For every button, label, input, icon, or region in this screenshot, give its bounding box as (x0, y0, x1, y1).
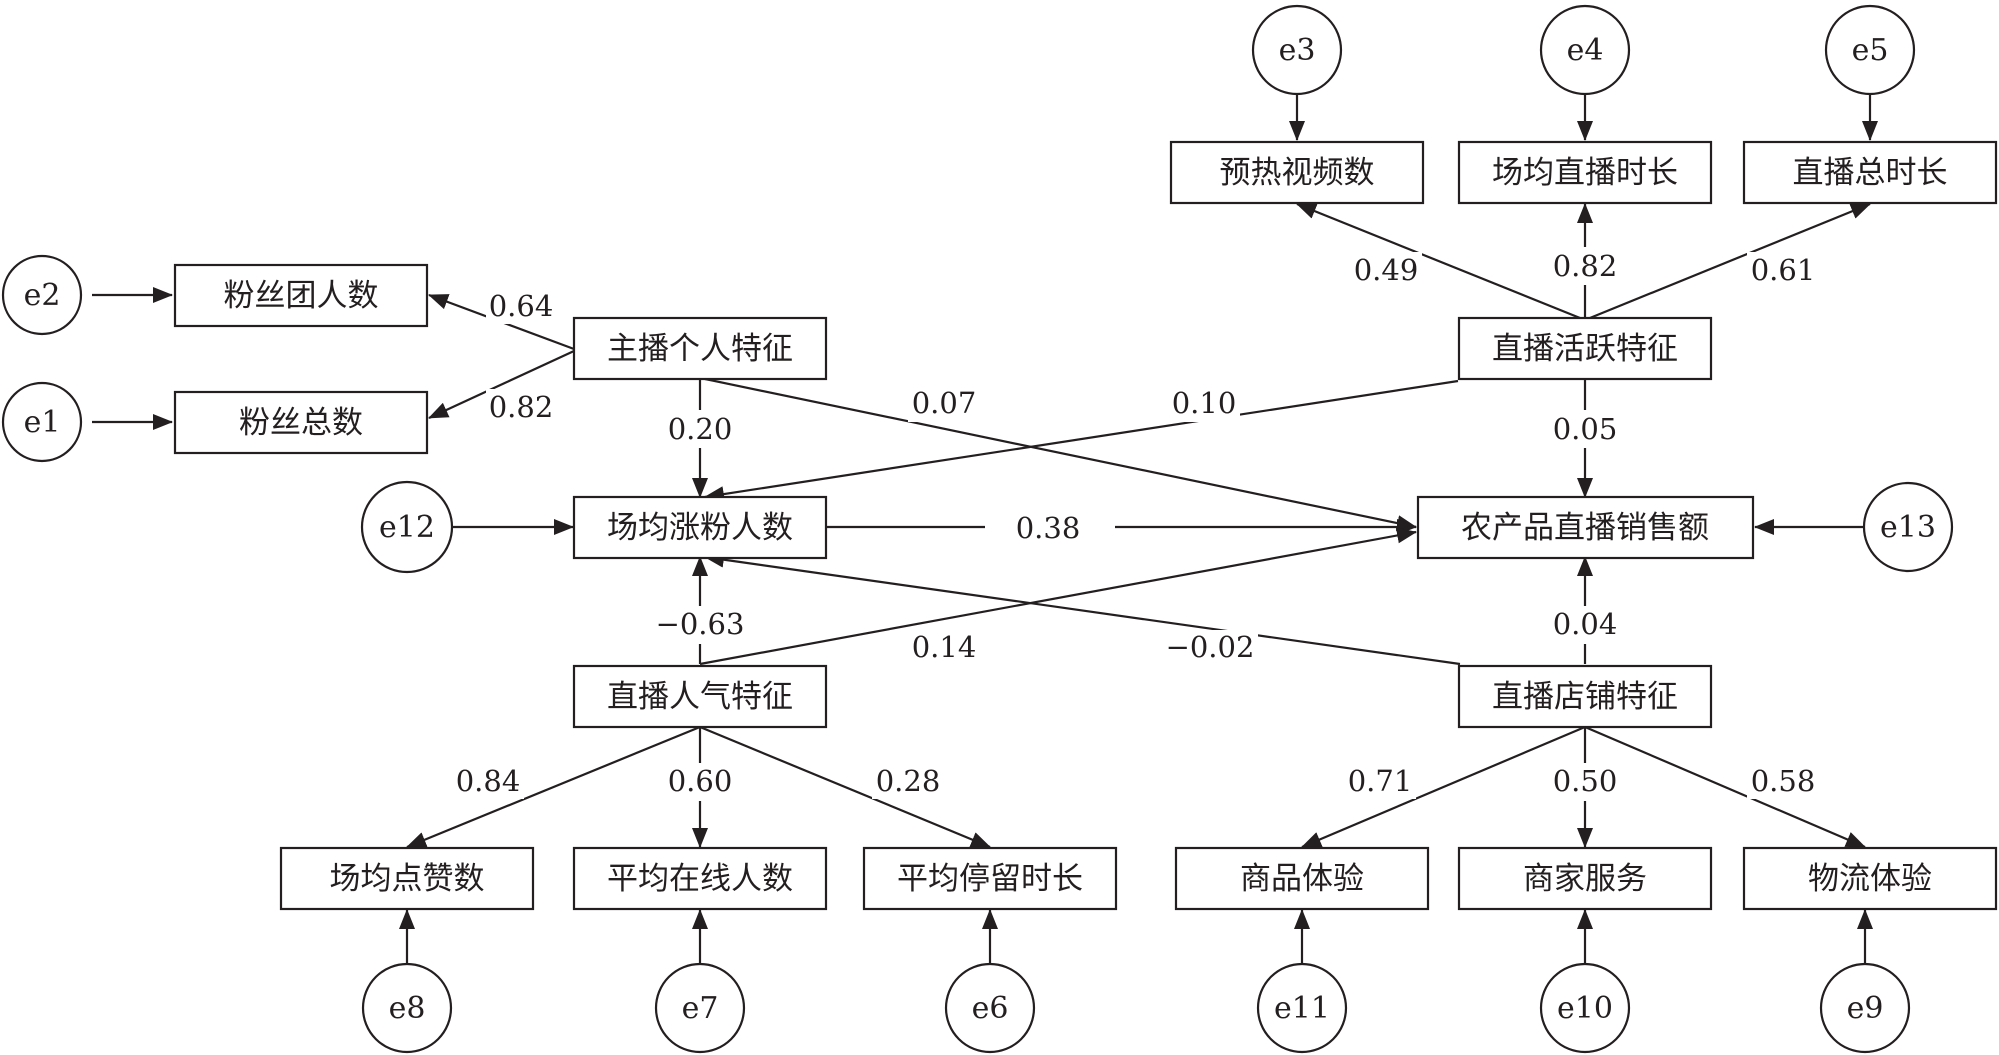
error-e13: e13 (1862, 481, 1954, 573)
coef-activity-to-avg-duration: 0.82 (1553, 249, 1618, 283)
coef-popularity-to-stay: 0.28 (876, 764, 941, 798)
error-e6: e6 (944, 962, 1036, 1054)
box-preheat-videos: 预热视频数 (1169, 140, 1425, 205)
svg-text:场均直播时长: 场均直播时长 (1492, 155, 1678, 191)
svg-text:物流体验: 物流体验 (1808, 861, 1932, 897)
coef-store-to-logistics: 0.58 (1751, 764, 1816, 798)
box-store: 直播店铺特征 (1457, 664, 1713, 729)
popularity-to-sales-path (699, 527, 1417, 666)
svg-text:e4: e4 (1567, 33, 1604, 68)
svg-text:粉丝总数: 粉丝总数 (239, 405, 363, 441)
activity-to-total-duration-path (1584, 202, 1871, 322)
error-e8: e8 (361, 962, 453, 1054)
coef-host-to-fans-group: 0.64 (489, 289, 554, 323)
coef-activity-to-preheat: 0.49 (1354, 253, 1419, 287)
box-avg-fans-gain: 场均涨粉人数 (572, 495, 828, 560)
coef-popularity-to-gain: −0.63 (656, 607, 745, 641)
coef-store-to-sales: 0.04 (1553, 607, 1618, 641)
svg-text:e13: e13 (1880, 510, 1936, 545)
svg-text:e11: e11 (1274, 991, 1330, 1026)
coef-activity-to-gain: 0.10 (1172, 386, 1237, 420)
error-e1: e1 (1, 381, 83, 463)
svg-text:场均涨粉人数: 场均涨粉人数 (607, 510, 793, 546)
store-to-gain-path (704, 551, 1461, 666)
coef-store-to-goods: 0.71 (1348, 764, 1413, 798)
error-e11: e11 (1256, 962, 1348, 1054)
svg-text:e10: e10 (1557, 991, 1613, 1026)
box-fans-total: 粉丝总数 (173, 390, 429, 455)
svg-text:直播总时长: 直播总时长 (1793, 155, 1948, 191)
svg-text:e8: e8 (389, 991, 426, 1026)
coef-activity-to-sales: 0.05 (1553, 412, 1618, 446)
box-popularity: 直播人气特征 (572, 664, 828, 729)
box-avg-stay: 平均停留时长 (862, 846, 1118, 911)
coef-popularity-to-sales: 0.14 (912, 630, 977, 664)
activity-to-gain-path (704, 379, 1459, 503)
svg-text:平均在线人数: 平均在线人数 (607, 861, 793, 897)
coef-popularity-to-online: 0.60 (668, 764, 733, 798)
svg-text:直播人气特征: 直播人气特征 (607, 679, 793, 715)
svg-text:e1: e1 (24, 405, 61, 440)
svg-text:商家服务: 商家服务 (1523, 861, 1647, 897)
svg-text:e7: e7 (682, 991, 719, 1026)
box-avg-online: 平均在线人数 (572, 846, 828, 911)
popularity-to-likes-path (406, 725, 701, 849)
error-e9: e9 (1819, 962, 1911, 1054)
svg-text:直播店铺特征: 直播店铺特征 (1492, 679, 1678, 715)
box-agri-sales: 农产品直播销售额 (1416, 495, 1755, 560)
svg-text:e6: e6 (972, 991, 1009, 1026)
box-merchant-service: 商家服务 (1457, 846, 1713, 911)
box-avg-live-duration: 场均直播时长 (1457, 140, 1713, 205)
svg-text:主播个人特征: 主播个人特征 (607, 331, 793, 367)
box-host-personal: 主播个人特征 (572, 316, 828, 381)
box-avg-likes: 场均点赞数 (279, 846, 535, 911)
error-e5: e5 (1824, 4, 1916, 96)
coef-host-to-fans-total: 0.82 (489, 390, 554, 424)
coef-gain-to-sales: 0.38 (1016, 511, 1081, 545)
error-e3: e3 (1251, 4, 1343, 96)
error-e10: e10 (1539, 962, 1631, 1054)
box-live-activity: 直播活跃特征 (1457, 316, 1713, 381)
error-e4: e4 (1539, 4, 1631, 96)
svg-text:e2: e2 (24, 278, 61, 313)
svg-text:平均停留时长: 平均停留时长 (897, 861, 1083, 897)
activity-to-preheat-path (1296, 202, 1586, 322)
svg-text:场均点赞数: 场均点赞数 (330, 861, 485, 897)
svg-text:e3: e3 (1279, 33, 1316, 68)
svg-text:e5: e5 (1852, 33, 1889, 68)
svg-text:预热视频数: 预热视频数 (1220, 155, 1375, 191)
box-total-live-duration: 直播总时长 (1742, 140, 1998, 205)
error-e7: e7 (654, 962, 746, 1054)
coef-store-to-gain: −0.02 (1166, 630, 1255, 664)
coef-popularity-to-likes: 0.84 (456, 764, 521, 798)
store-to-goods-path (1301, 725, 1586, 849)
error-e12: e12 (360, 480, 454, 574)
box-logistics-exp: 物流体验 (1742, 846, 1998, 911)
box-goods-exp: 商品体验 (1174, 846, 1430, 911)
host-to-fans-total-path (428, 350, 575, 419)
svg-text:直播活跃特征: 直播活跃特征 (1492, 331, 1678, 367)
box-fans-group: 粉丝团人数 (173, 263, 429, 328)
host-to-sales-path (704, 377, 1417, 531)
svg-text:商品体验: 商品体验 (1240, 861, 1364, 897)
coef-store-to-service: 0.50 (1553, 764, 1618, 798)
svg-text:粉丝团人数: 粉丝团人数 (224, 278, 379, 314)
error-terms: e2 e1 e12 e13 e3 e4 e5 e8 (1, 4, 1954, 1054)
store-to-logistics-path (1584, 725, 1866, 849)
svg-text:e9: e9 (1847, 991, 1884, 1026)
variable-boxes: 粉丝团人数 粉丝总数 主播个人特征 场均涨粉人数 直播人气特征 场均点赞数 平均… (173, 140, 1998, 911)
coef-host-to-sales: 0.07 (912, 386, 977, 420)
svg-text:农产品直播销售额: 农产品直播销售额 (1461, 510, 1709, 546)
error-e2: e2 (1, 254, 83, 336)
coefficient-labels: 0.64 0.82 0.20 0.07 0.10 0.05 0.49 0.82 … (452, 247, 1819, 801)
coef-host-to-gain: 0.20 (668, 412, 733, 446)
popularity-to-stay-path (699, 725, 991, 849)
svg-text:e12: e12 (379, 510, 435, 545)
coef-activity-to-total-duration: 0.61 (1751, 253, 1816, 287)
